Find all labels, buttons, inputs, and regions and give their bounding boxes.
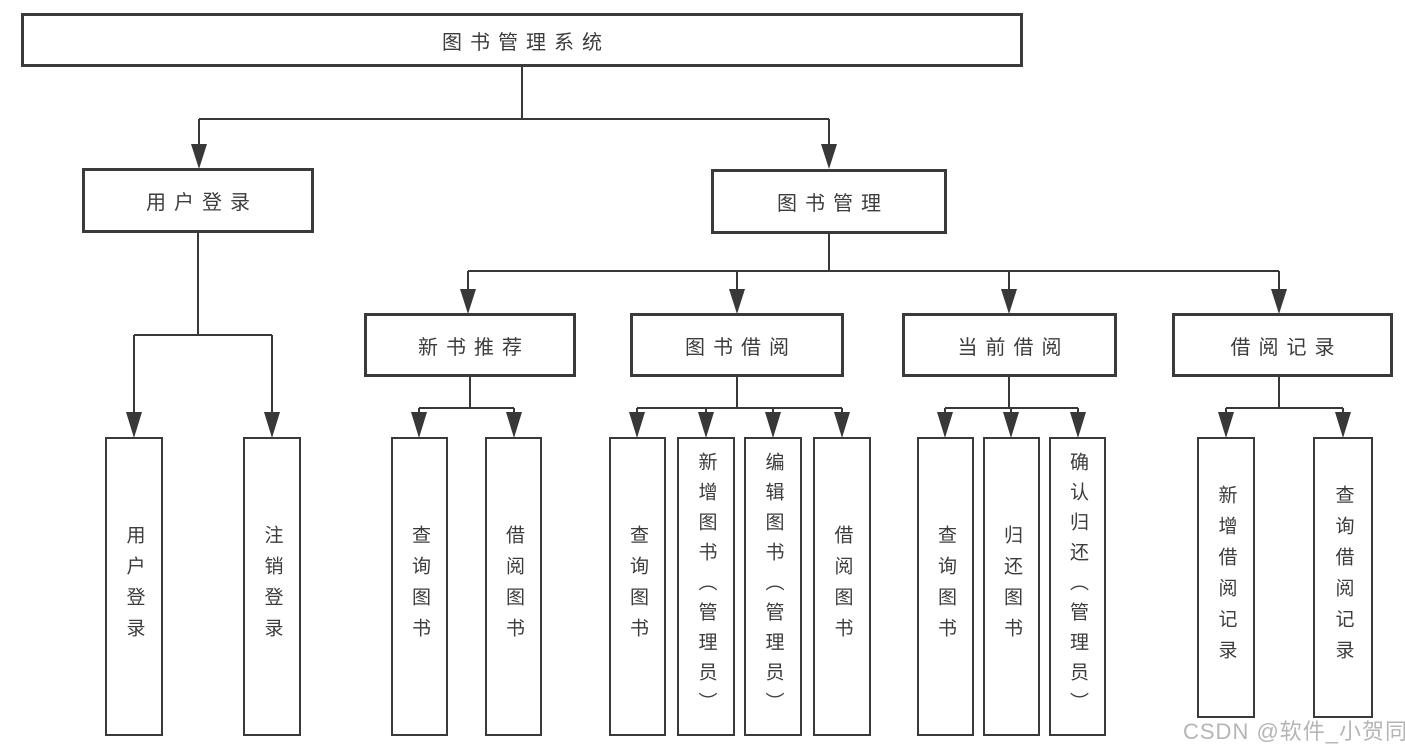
leaf-add-borrow-record: 新增借阅记录 — [1197, 437, 1255, 718]
node-book-management: 图书管理 — [711, 169, 947, 234]
leaf-label: 用户登录 — [123, 524, 145, 649]
leaf-label: 借阅图书 — [831, 524, 853, 649]
node-new-book-recommend: 新书推荐 — [364, 313, 576, 377]
leaf-label: 新增借阅记录 — [1215, 484, 1237, 671]
leaf-query-books: 查询图书 — [917, 437, 974, 736]
leaf-label: 查询图书 — [409, 524, 430, 649]
leaf-label: 注销登录 — [261, 524, 283, 649]
node-label: 图书管理系统 — [442, 31, 610, 54]
leaf-label: 借阅图书 — [503, 524, 524, 649]
leaf-borrow-books: 借阅图书 — [813, 437, 871, 736]
node-label: 用户登录 — [146, 192, 258, 214]
leaf-label: 查询图书 — [627, 524, 648, 649]
leaf-label: 确认归还（管理员） — [1067, 451, 1088, 722]
leaf-query-books: 查询图书 — [391, 437, 448, 736]
leaf-edit-books-admin: 编辑图书（管理员） — [744, 437, 802, 736]
leaf-label: 查询图书 — [935, 524, 956, 649]
node-root-system: 图书管理系统 — [21, 13, 1023, 67]
csdn-watermark: CSDN @软件_小贺同学 — [1183, 719, 1405, 744]
node-borrow-records: 借阅记录 — [1172, 313, 1393, 377]
node-current-borrowing: 当前借阅 — [902, 313, 1117, 377]
node-label: 图书管理 — [777, 193, 889, 215]
leaf-query-borrow-record: 查询借阅记录 — [1313, 437, 1373, 718]
leaf-add-books-admin: 新增图书（管理员） — [677, 437, 735, 736]
node-user-login: 用户登录 — [82, 168, 314, 233]
leaf-borrow-books: 借阅图书 — [485, 437, 542, 736]
node-label: 借阅记录 — [1230, 336, 1343, 359]
node-book-borrowing: 图书借阅 — [630, 313, 844, 377]
leaf-label: 查询借阅记录 — [1332, 484, 1354, 671]
leaf-return-books: 归还图书 — [983, 437, 1040, 736]
leaf-query-books: 查询图书 — [609, 437, 666, 736]
leaf-user-login: 用户登录 — [105, 437, 163, 736]
node-label: 新书推荐 — [418, 336, 530, 359]
node-label: 图书借阅 — [685, 336, 797, 359]
leaf-confirm-return-admin: 确认归还（管理员） — [1049, 437, 1106, 736]
leaf-logout: 注销登录 — [243, 437, 301, 736]
leaf-label: 编辑图书（管理员） — [762, 451, 784, 722]
leaf-label: 新增图书（管理员） — [695, 451, 717, 722]
node-label: 当前借阅 — [957, 336, 1070, 359]
leaf-label: 归还图书 — [1001, 524, 1022, 649]
